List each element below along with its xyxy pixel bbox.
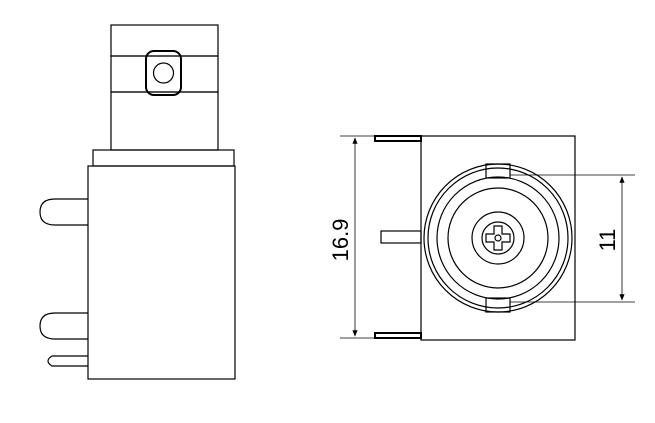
height-dimension-label: 16.9 — [328, 219, 353, 262]
dielectric-ring — [436, 176, 560, 300]
lower-mounting-clip — [39, 312, 88, 340]
connector-body — [87, 165, 236, 380]
top-bayonet-slot — [485, 163, 511, 179]
spacing-dimension: 11 — [510, 174, 635, 303]
height-dimension: 16.9 — [328, 135, 375, 339]
center-contact-cross — [485, 225, 511, 251]
outer-shell-ring-inner — [427, 167, 569, 309]
bayonet-pin — [152, 62, 175, 84]
bottom-leg — [374, 332, 422, 339]
bottom-bayonet-slot — [485, 297, 511, 313]
center-pin-stub — [380, 230, 422, 244]
upper-mounting-clip — [39, 198, 88, 226]
top-leg — [374, 135, 422, 142]
side-view — [39, 24, 236, 380]
bayonet-band — [110, 55, 219, 93]
bayonet-lug — [145, 50, 182, 96]
dielectric-ring-inner — [447, 187, 549, 289]
contact-ring-inner — [481, 221, 515, 255]
signal-pin — [47, 355, 88, 367]
contact-ring — [471, 211, 525, 265]
front-body — [420, 135, 576, 341]
outer-shell-ring — [423, 163, 573, 313]
spacing-dimension-label: 11 — [595, 229, 620, 252]
center-contact-dot — [494, 234, 502, 242]
front-view — [374, 135, 576, 341]
connector-neck — [110, 91, 219, 151]
connector-shoulder — [92, 149, 235, 167]
